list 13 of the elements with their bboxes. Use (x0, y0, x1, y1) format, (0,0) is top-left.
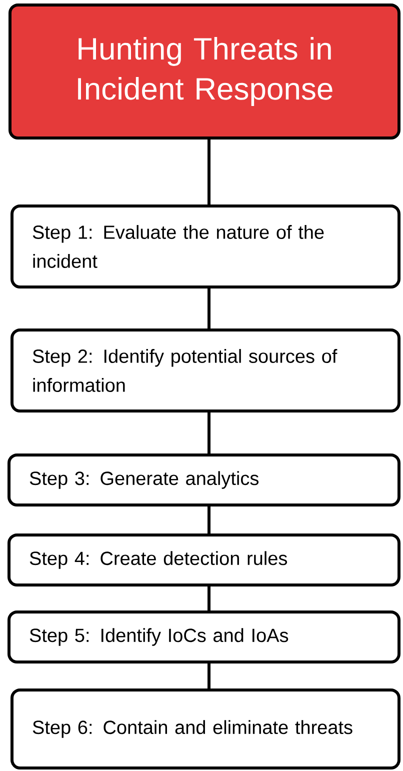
connector-line (208, 506, 210, 534)
title-box: Hunting Threats in Incident Response (8, 4, 400, 140)
step-box: Step 2: Identify potential sources of information (10, 328, 400, 412)
connector-line (208, 412, 210, 454)
step-box: Step 4: Create detection rules (8, 534, 400, 586)
connector-line (208, 140, 210, 204)
step-box: Step 3: Generate analytics (8, 454, 400, 506)
connector-line (208, 288, 210, 328)
step-box: Step 6: Contain and eliminate threats (10, 688, 400, 770)
connector-line (208, 586, 210, 610)
step-box: Step 1: Evaluate the nature of the incident (10, 204, 400, 288)
connector-line (208, 664, 210, 688)
step-box: Step 5: Identify IoCs and IoAs (8, 610, 400, 664)
